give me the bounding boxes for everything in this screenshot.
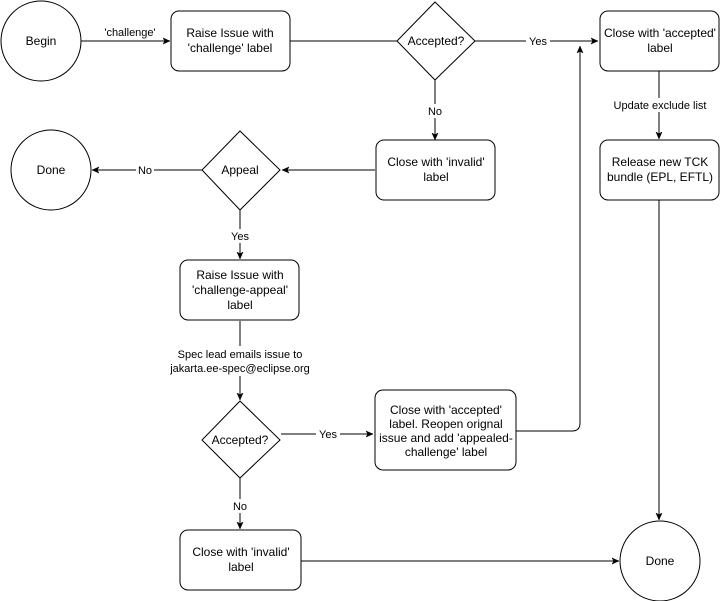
edge-labels: 'challenge' Yes No Update exclude list N… [104,27,710,513]
raise-appeal-issue-line-3: label [227,298,252,312]
raise-challenge-issue-line-1: Raise Issue with [186,26,273,40]
close-invalid-1-line-1: Close with 'invalid' [387,155,484,169]
close-accepted-line-2: label [647,41,672,55]
close-invalid-node-1: Close with 'invalid' label [375,139,496,201]
close-invalid-node-2: Close with 'invalid' label [179,529,302,591]
edge-reopen-to-close-accepted [516,46,580,432]
edge-label-accepted2-yes: Yes [316,427,340,441]
close-accepted-line-1: Close with 'accepted' [604,26,716,40]
edge-label-accepted2-no: No [231,499,249,513]
appeal-decision-label: Appeal [221,163,258,177]
close-accepted-reopen-line-1: Close with 'accepted' [390,403,502,417]
edge-label-accepted1-yes: Yes [526,34,550,48]
edge-label-accepted1-yes-text: Yes [529,36,547,48]
edge-label-update-exclude-text: Update exclude list [614,100,707,112]
edge-label-update-exclude: Update exclude list [610,98,710,112]
raise-challenge-issue-line-2: 'challenge' label [188,41,273,55]
release-tck-line-2: bundle (EPL, EFTL) [607,170,713,184]
close-accepted-reopen-line-2: label. Reopen orignal [389,417,502,431]
raise-appeal-issue-node: Raise Issue with 'challenge-appeal' labe… [179,259,300,321]
edges [81,41,659,561]
close-accepted-node: Close with 'accepted' label [599,10,720,72]
raise-challenge-issue-node: Raise Issue with 'challenge' label [170,10,291,72]
done-node-1-label: Done [37,163,66,177]
begin-node: Begin [0,0,82,82]
accepted-decision-2-label: Accepted? [212,433,269,447]
edge-label-accepted2-yes-text: Yes [319,429,337,441]
accepted-decision-1-label: Accepted? [408,34,465,48]
close-invalid-1-line-2: label [423,170,448,184]
close-accepted-reopen-line-4: challenge' label [405,445,487,459]
edge-label-accepted1-no-text: No [428,106,442,118]
edge-label-accepted1-no: No [426,104,444,118]
edge-label-appeal-no: No [136,163,154,177]
edge-label-challenge-text: 'challenge' [104,27,155,39]
release-tck-node: Release new TCK bundle (EPL, EFTL) [599,139,720,201]
close-accepted-reopen-line-3: issue and add 'appealed- [379,431,513,445]
edge-label-spec-lead-email-line-1: Spec lead emails issue to [178,349,303,361]
edge-label-spec-lead-email: Spec lead emails issue to jakarta.ee-spe… [165,346,315,376]
raise-appeal-issue-line-1: Raise Issue with [196,268,283,282]
close-invalid-2-line-1: Close with 'invalid' [192,545,289,559]
done-node-2: Done [619,520,701,601]
done-node-1: Done [10,129,92,211]
accepted-decision-1: Accepted? [396,1,476,81]
raise-appeal-issue-line-2: 'challenge-appeal' [192,283,288,297]
close-invalid-2-line-2: label [228,560,253,574]
edge-label-appeal-yes-text: Yes [231,231,249,243]
close-accepted-reopen-node: Close with 'accepted' label. Reopen orig… [374,389,517,471]
edge-label-accepted2-no-text: No [233,501,247,513]
edge-label-challenge: 'challenge' [104,27,155,39]
edge-label-spec-lead-email-line-2: jakarta.ee-spec@eclipse.org [169,363,310,375]
edge-label-appeal-no-text: No [138,165,152,177]
begin-node-label: Begin [26,34,57,48]
appeal-decision: Appeal [201,130,281,211]
accepted-decision-2: Accepted? [201,400,281,479]
release-tck-line-1: Release new TCK [612,155,709,169]
edge-label-appeal-yes: Yes [228,229,252,243]
done-node-2-label: Done [646,554,675,568]
